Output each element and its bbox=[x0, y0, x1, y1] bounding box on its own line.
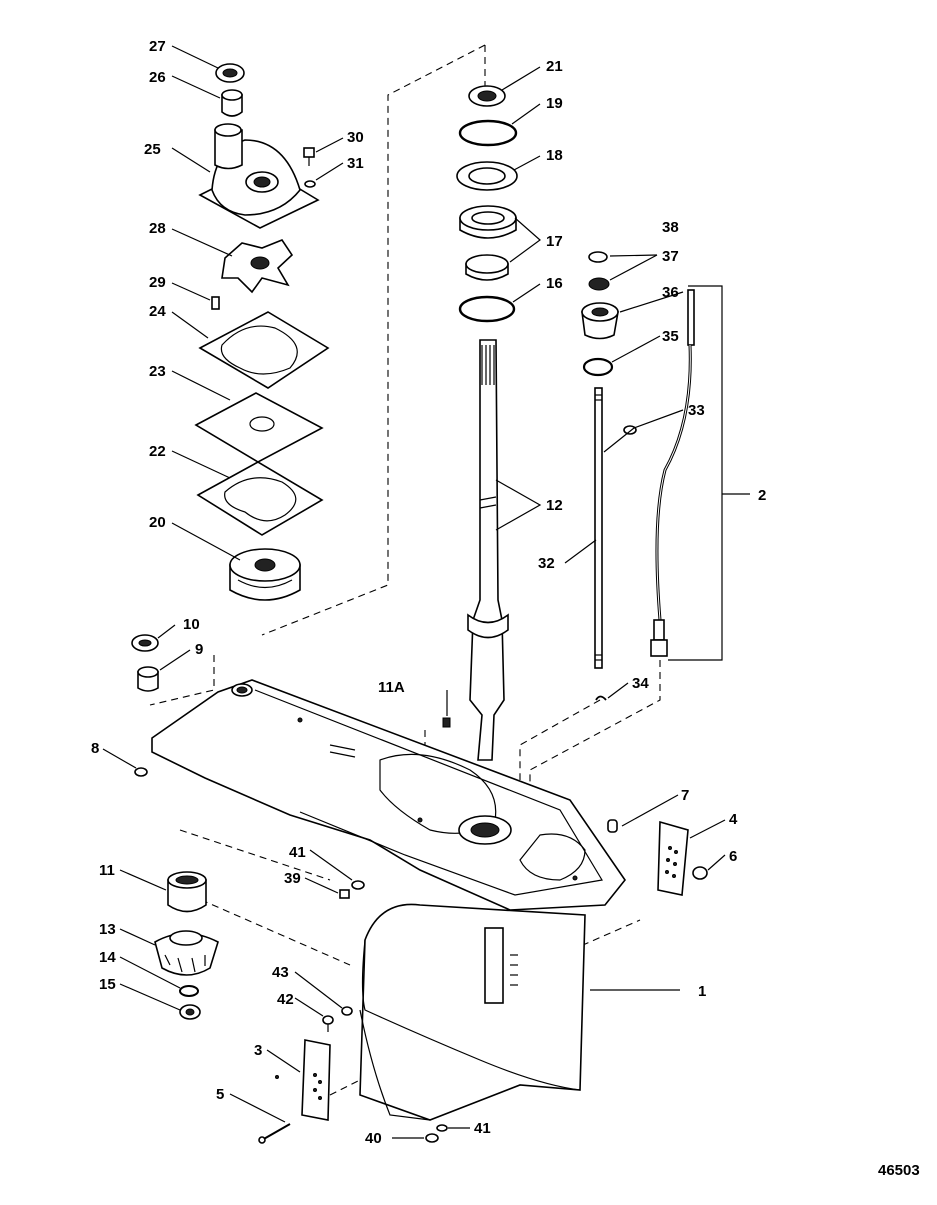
callout-26: 26 bbox=[149, 69, 166, 86]
callout-17: 17 bbox=[546, 233, 563, 250]
bearing-cup-17 bbox=[459, 205, 517, 239]
shift-cable-2 bbox=[650, 289, 695, 657]
key-29 bbox=[211, 296, 220, 310]
callout-34: 34 bbox=[632, 675, 649, 692]
retainer-18 bbox=[456, 161, 518, 191]
nut-15 bbox=[179, 1004, 201, 1020]
washer-38 bbox=[588, 251, 608, 263]
callout-18: 18 bbox=[546, 147, 563, 164]
callout-35: 35 bbox=[662, 328, 679, 345]
e-clip-33 bbox=[623, 425, 637, 435]
callout-7: 7 bbox=[681, 787, 689, 804]
callout-13: 13 bbox=[99, 921, 116, 938]
seal-37 bbox=[588, 277, 610, 291]
callout-2: 2 bbox=[758, 487, 766, 504]
callout-20: 20 bbox=[149, 514, 166, 531]
callout-11A: 11A bbox=[378, 679, 405, 696]
screw-39 bbox=[339, 889, 350, 899]
pump-base-20 bbox=[229, 548, 301, 601]
callout-9: 9 bbox=[195, 641, 203, 658]
drive-shaft-12 bbox=[467, 339, 509, 761]
shift-shaft-32 bbox=[594, 387, 603, 669]
callout-29: 29 bbox=[149, 274, 166, 291]
washer-41-lower bbox=[436, 1124, 448, 1132]
o-ring-35 bbox=[582, 357, 614, 377]
bearing-cone-17 bbox=[465, 254, 509, 281]
callout-31: 31 bbox=[347, 155, 364, 172]
callout-14: 14 bbox=[99, 949, 116, 966]
callout-10: 10 bbox=[183, 616, 200, 633]
washer-31 bbox=[304, 180, 316, 188]
washer-14 bbox=[179, 985, 199, 997]
figure-number: 46503 bbox=[878, 1162, 920, 1179]
callout-19: 19 bbox=[546, 95, 563, 112]
retaining-ring-34 bbox=[595, 695, 607, 701]
screw-42 bbox=[322, 1015, 334, 1032]
callout-4: 4 bbox=[729, 811, 738, 828]
trim-tab-3 bbox=[275, 1039, 331, 1121]
callout-41-upper: 41 bbox=[289, 844, 306, 861]
callout-5: 5 bbox=[216, 1086, 224, 1103]
callout-22: 22 bbox=[149, 443, 166, 460]
o-ring-19 bbox=[458, 119, 518, 147]
callout-1: 1 bbox=[698, 983, 706, 1000]
callout-8: 8 bbox=[91, 740, 99, 757]
screw-40 bbox=[425, 1133, 439, 1143]
callout-3: 3 bbox=[254, 1042, 262, 1059]
callout-27: 27 bbox=[149, 38, 166, 55]
gasket-22 bbox=[196, 461, 324, 536]
bushing-26 bbox=[221, 89, 243, 117]
bearing-11 bbox=[167, 871, 207, 913]
callout-labels: 27 26 25 30 31 28 29 24 23 22 20 21 19 1… bbox=[91, 38, 920, 1179]
callout-36: 36 bbox=[662, 284, 679, 301]
callout-21: 21 bbox=[546, 58, 563, 75]
pump-housing-25 bbox=[198, 123, 320, 229]
callout-23: 23 bbox=[149, 363, 166, 380]
fitting-11A bbox=[442, 717, 451, 728]
pin-7 bbox=[607, 819, 618, 833]
anode-4 bbox=[657, 820, 689, 896]
pin-8 bbox=[134, 767, 148, 777]
impeller-28 bbox=[221, 239, 294, 294]
washer-41-upper bbox=[351, 880, 365, 890]
callout-30: 30 bbox=[347, 129, 364, 146]
callout-11: 11 bbox=[99, 862, 115, 879]
bushing-9 bbox=[137, 666, 159, 692]
callout-12: 12 bbox=[546, 497, 563, 514]
bushing-36 bbox=[581, 302, 619, 340]
callout-40: 40 bbox=[365, 1130, 382, 1147]
face-plate-23 bbox=[194, 392, 324, 463]
callout-15: 15 bbox=[99, 976, 116, 993]
pinion-gear-13 bbox=[154, 930, 219, 976]
callout-28: 28 bbox=[149, 220, 166, 237]
seal-21 bbox=[468, 85, 506, 107]
callout-25: 25 bbox=[144, 141, 161, 158]
gear-case-1 bbox=[359, 903, 586, 1121]
callout-24: 24 bbox=[149, 303, 166, 320]
washer-10 bbox=[131, 634, 159, 652]
seal-27 bbox=[215, 63, 245, 83]
shim-16 bbox=[458, 295, 516, 323]
screw-5 bbox=[258, 1123, 291, 1144]
callout-39: 39 bbox=[284, 870, 301, 887]
callout-33: 33 bbox=[688, 402, 705, 419]
nut-6 bbox=[692, 866, 708, 880]
callout-37: 37 bbox=[662, 248, 679, 265]
callout-16: 16 bbox=[546, 275, 563, 292]
screw-30 bbox=[303, 147, 315, 166]
callout-6: 6 bbox=[729, 848, 737, 865]
callout-42: 42 bbox=[277, 991, 294, 1008]
leader-lines bbox=[102, 45, 750, 1139]
callout-38: 38 bbox=[662, 219, 679, 236]
washer-43 bbox=[341, 1006, 353, 1016]
callout-43: 43 bbox=[272, 964, 289, 981]
gasket-24 bbox=[198, 311, 330, 389]
callout-32: 32 bbox=[538, 555, 555, 572]
callout-41-lower: 41 bbox=[474, 1120, 491, 1137]
gear-housing-top bbox=[151, 679, 626, 911]
